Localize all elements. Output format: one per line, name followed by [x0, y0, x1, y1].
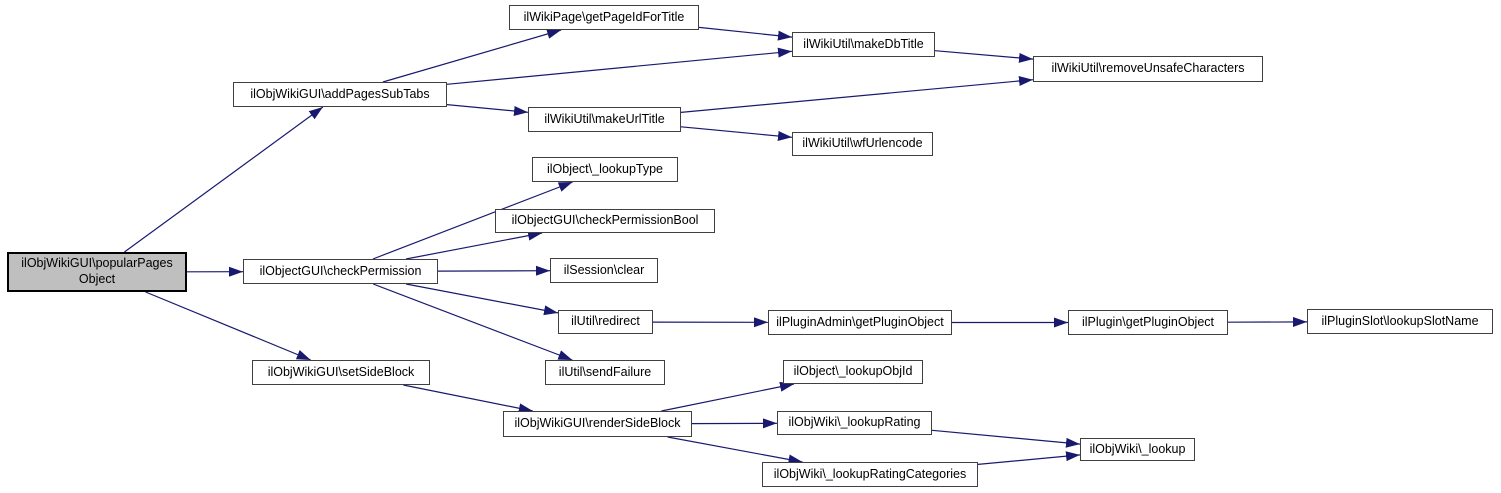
graph-node-label: ilObjWikiGUI\setSideBlock: [267, 364, 415, 379]
graph-node-remove-unsafe-characters[interactable]: ilWikiUtil\removeUnsafeCharacters: [1033, 56, 1263, 82]
edge-get-page-id-for-title-to-make-db-title: [698, 26, 793, 41]
graph-node-check-permission-bool[interactable]: ilObjectGUI\checkPermissionBool: [495, 209, 715, 233]
graph-node-check-permission[interactable]: ilObjectGUI\checkPermission: [243, 259, 438, 284]
graph-node-lookup-rating[interactable]: ilObjWiki\_lookupRating: [777, 411, 932, 435]
edge-popular-pages-object-to-add-pages-sub-tabs: [124, 106, 324, 253]
graph-node-label: ilObjWiki\_lookupRatingCategories: [773, 466, 967, 481]
graph-node-label: ilObject\_lookupObjId: [793, 364, 913, 379]
graph-node-label: ilWikiUtil\removeUnsafeCharacters: [1051, 61, 1245, 76]
graph-node-lookup-slot-name[interactable]: ilPluginSlot\lookupSlotName: [1307, 309, 1493, 334]
graph-node-set-side-block[interactable]: ilObjWikiGUI\setSideBlock: [252, 360, 430, 385]
graph-node-label: ilWikiUtil\makeDbTitle: [803, 36, 924, 51]
graph-node-send-failure[interactable]: ilUtil\sendFailure: [545, 360, 665, 385]
graph-node-label: ilObjWikiGUI\addPagesSubTabs: [250, 86, 430, 101]
graph-node-label: ilObjectGUI\checkPermissionBool: [511, 213, 699, 228]
graph-node-make-db-title[interactable]: ilWikiUtil\makeDbTitle: [792, 32, 935, 57]
edge-check-permission-to-util-redirect: [405, 283, 559, 316]
edge-render-side-block-to-lookup-obj-id: [661, 381, 795, 412]
graph-node-label: ilUtil\redirect: [571, 314, 640, 329]
graph-node-session-clear[interactable]: ilSession\clear: [550, 258, 658, 283]
graph-node-popular-pages-object: ilObjWikiGUI\popularPages Object: [7, 252, 187, 292]
graph-node-label: ilObjWikiGUI\popularPages Object: [21, 256, 173, 286]
graph-node-label: ilPlugin\getPluginObject: [1081, 314, 1215, 329]
edge-add-pages-sub-tabs-to-make-db-title: [446, 47, 793, 85]
graph-node-label: ilObject\_lookupType: [546, 161, 664, 176]
graph-node-label: ilPluginSlot\lookupSlotName: [1321, 313, 1479, 328]
graph-node-label: ilObjWiki\_lookup: [1089, 441, 1186, 456]
graph-node-label: ilWikiUtil\wfUrlencode: [802, 136, 923, 151]
graph-node-label: ilSession\clear: [563, 262, 645, 277]
edge-check-permission-to-lookup-type: [372, 181, 573, 260]
edge-add-pages-sub-tabs-to-make-url-title: [446, 104, 529, 116]
edge-make-db-title-to-remove-unsafe-characters: [934, 50, 1034, 63]
graph-node-obj-wiki-lookup[interactable]: ilObjWiki\_lookup: [1080, 438, 1195, 461]
graph-node-label: ilWikiUtil\makeUrlTitle: [544, 111, 665, 126]
edge-make-url-title-to-wf-urlencode: [680, 126, 793, 141]
graph-node-label: ilUtil\sendFailure: [558, 364, 652, 379]
graph-node-make-url-title[interactable]: ilWikiUtil\makeUrlTitle: [528, 107, 681, 132]
edge-make-url-title-to-remove-unsafe-characters: [680, 76, 1034, 113]
edge-render-side-block-to-lookup-rating-categories: [667, 436, 803, 465]
graph-node-lookup-type[interactable]: ilObject\_lookupType: [532, 157, 678, 182]
graph-node-label: ilObjWikiGUI\renderSideBlock: [514, 416, 681, 431]
graph-node-label: ilObjWiki\_lookupRating: [788, 415, 921, 430]
edge-check-permission-to-check-permission-bool: [405, 230, 543, 260]
graph-node-add-pages-sub-tabs[interactable]: ilObjWikiGUI\addPagesSubTabs: [233, 82, 447, 107]
edge-add-pages-sub-tabs-to-get-page-id-for-title: [382, 29, 562, 83]
graph-node-plugin-admin-get-plugin-object[interactable]: ilPluginAdmin\getPluginObject: [768, 310, 952, 335]
graph-node-label: ilWikiPage\getPageIdForTitle: [523, 9, 685, 24]
edge-popular-pages-object-to-set-side-block: [145, 291, 311, 361]
graph-node-lookup-obj-id[interactable]: ilObject\_lookupObjId: [783, 360, 923, 384]
graph-node-wf-urlencode[interactable]: ilWikiUtil\wfUrlencode: [792, 132, 933, 156]
graph-node-plugin-get-plugin-object[interactable]: ilPlugin\getPluginObject: [1068, 310, 1228, 335]
graph-node-util-redirect[interactable]: ilUtil\redirect: [558, 310, 653, 334]
edge-set-side-block-to-render-side-block: [403, 384, 533, 414]
graph-node-render-side-block[interactable]: ilObjWikiGUI\renderSideBlock: [503, 411, 692, 437]
graph-node-label: ilObjectGUI\checkPermission: [259, 263, 422, 278]
edge-lookup-rating-to-obj-wiki-lookup: [931, 429, 1081, 448]
edge-lookup-rating-categories-to-obj-wiki-lookup: [977, 451, 1081, 465]
graph-node-lookup-rating-categories[interactable]: ilObjWiki\_lookupRatingCategories: [762, 462, 978, 487]
graph-node-get-page-id-for-title[interactable]: ilWikiPage\getPageIdForTitle: [509, 5, 699, 30]
edge-check-permission-to-send-failure: [372, 283, 573, 361]
graph-node-label: ilPluginAdmin\getPluginObject: [776, 314, 944, 329]
